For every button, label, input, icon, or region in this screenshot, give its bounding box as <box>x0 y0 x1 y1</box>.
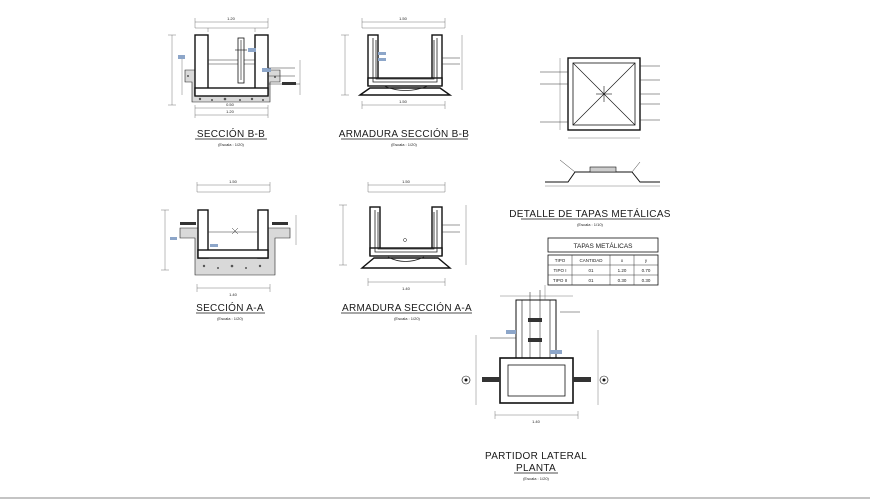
armadura-a-a-drawing <box>339 182 467 286</box>
dim-label: 1.20 <box>227 16 236 21</box>
dim-label: 1.20 <box>226 109 235 114</box>
table-cell: TIPO II <box>553 278 567 283</box>
table-cell: 0.70 <box>642 268 651 273</box>
table-header-cantidad: CANTIDAD <box>579 258 603 263</box>
table-header-x: x <box>621 258 624 263</box>
detalle-title: DETALLE DE TAPAS METÁLICAS <box>509 207 671 220</box>
armadura-a-a-scale: (Escala : 1/20) <box>394 316 420 321</box>
section-a-a-title: SECCIÓN A-A <box>196 301 264 314</box>
table-header-tipo: TIPO <box>555 258 566 263</box>
dim-label: 0.50 <box>226 102 235 107</box>
armadura-b-b-drawing <box>341 18 463 109</box>
section-a-a-scale: (Escala : 1/20) <box>217 316 243 321</box>
table-cell: 0.30 <box>642 278 651 283</box>
partidor-subtitle: PLANTA <box>516 463 556 474</box>
armadura-b-b-scale: (Escala : 1/20) <box>391 142 417 147</box>
section-b-b-drawing <box>168 18 301 118</box>
dim-label: 1.50 <box>229 179 238 184</box>
tapa-metalica-section <box>545 159 660 187</box>
armadura-a-a-title: ARMADURA SECCIÓN A-A <box>342 301 472 314</box>
dim-label: 1.50 <box>402 179 411 184</box>
dim-label: 1.50 <box>399 99 408 104</box>
partidor-title: PARTIDOR LATERAL <box>485 451 587 462</box>
armadura-b-b-title: ARMADURA SECCIÓN B-B <box>339 127 469 140</box>
partidor-lateral-plan <box>461 285 609 419</box>
table-cell: 01 <box>588 278 594 283</box>
dim-label: 1.40 <box>532 419 541 424</box>
table-cell: TIPO I <box>553 268 566 273</box>
tapas-table-title: TAPAS METÁLICAS <box>574 241 634 250</box>
tapa-metalica-plan <box>540 57 660 139</box>
dim-label: 1.40 <box>402 286 411 291</box>
table-header-y: y <box>645 258 648 263</box>
partidor-scale: (Escala : 1/20) <box>523 476 549 481</box>
detalle-scale: (Escala : 1/10) <box>577 222 603 227</box>
tapas-table <box>547 237 659 286</box>
section-b-b-title: SECCIÓN B-B <box>197 127 265 140</box>
table-cell: 0.30 <box>618 278 627 283</box>
table-cell: 01 <box>588 268 594 273</box>
section-a-a-drawing <box>161 182 297 292</box>
section-b-b-scale: (Escala : 1/20) <box>218 142 244 147</box>
dim-label: 1.50 <box>399 16 408 21</box>
table-cell: 1.20 <box>618 268 627 273</box>
dim-label: 1.40 <box>229 292 238 297</box>
